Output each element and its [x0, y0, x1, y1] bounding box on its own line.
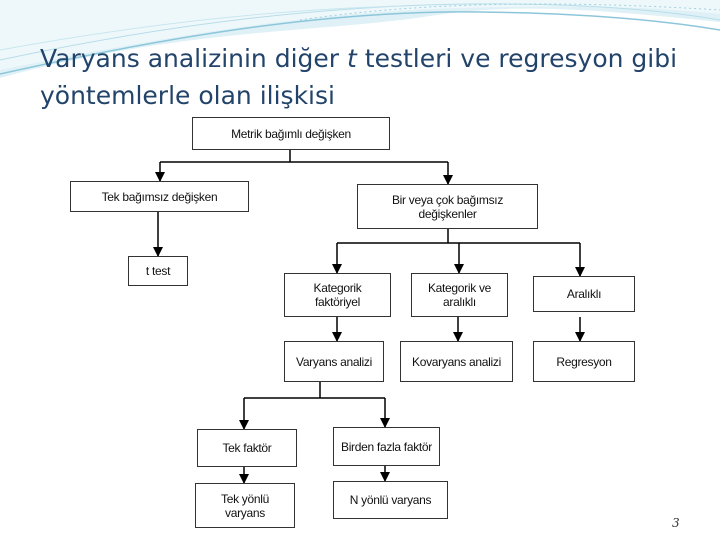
node-single-independent: Tek bağımsız değişken: [70, 181, 249, 212]
node-anova: Varyans analizi: [284, 341, 384, 382]
node-categorical-interval: Kategorik ve aralıklı: [411, 273, 508, 317]
node-one-factor: Tek faktör: [197, 429, 297, 467]
node-ancova: Kovaryans analizi: [400, 341, 513, 382]
node-regression: Regresyon: [533, 341, 635, 382]
connector-anova-split: [244, 382, 385, 398]
node-n-way-anova: N yönlü varyans: [333, 481, 448, 519]
node-multiple-factors: Birden fazla faktör: [333, 427, 440, 466]
node-interval: Aralıklı: [533, 276, 635, 312]
connector-multi-split: [337, 229, 580, 243]
node-multiple-independents: Bir veya çok bağımsız değişkenler: [357, 184, 538, 229]
node-t-test: t test: [128, 256, 188, 286]
connector-root-split: [160, 150, 448, 162]
node-categorical-factorial: Kategorik faktöriyel: [284, 273, 391, 317]
node-one-way-anova: Tek yönlü varyans: [195, 483, 295, 528]
node-metric-dependent: Metrik bağımlı değişken: [192, 117, 390, 150]
page-number: 3: [672, 516, 680, 530]
